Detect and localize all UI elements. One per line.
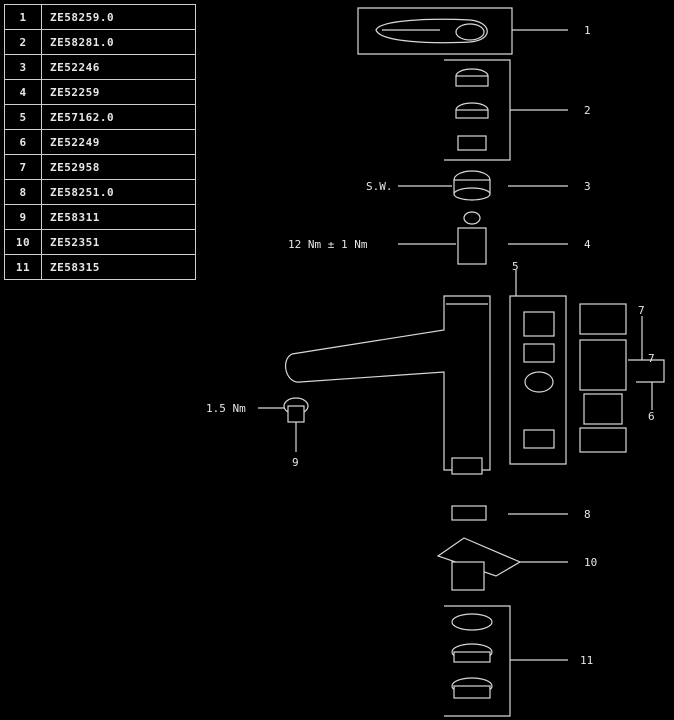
callout-4: 4 <box>584 238 591 251</box>
part-code-cell: ZE52958 <box>41 154 196 180</box>
callout-7b: 7 <box>648 352 655 365</box>
callout-1: 1 <box>584 24 591 37</box>
part-code-cell: ZE58251.0 <box>41 179 196 205</box>
callout-5: 5 <box>512 260 519 273</box>
callout-3: 3 <box>584 180 591 193</box>
part-6-aerator-housing: 7 7 6 <box>579 303 665 453</box>
callout-6: 6 <box>648 410 655 423</box>
part-number-cell: 6 <box>4 129 42 155</box>
part-2-cap-assembly: 2 <box>444 59 591 161</box>
part-number-cell: 11 <box>4 254 42 280</box>
torque-note-cartridge: 12 Nm ± 1 Nm <box>288 238 368 251</box>
callout-11: 11 <box>580 654 593 667</box>
part-number-cell: 3 <box>4 54 42 80</box>
part-number-cell: 4 <box>4 79 42 105</box>
callout-7: 7 <box>638 304 645 317</box>
part-8-connector: 8 <box>451 505 591 521</box>
part-11-fixing-set: 11 <box>444 605 593 717</box>
part-1-lever-handle: 1 <box>357 7 591 55</box>
torque-note-top: S.W. <box>366 180 393 193</box>
callout-2: 2 <box>584 104 591 117</box>
part-3-nut: S.W. 3 <box>366 170 591 201</box>
faucet-body <box>284 295 491 475</box>
part-9-set-screw: 1.5 Nm 9 <box>206 397 309 469</box>
torque-note-screw: 1.5 Nm <box>206 402 246 415</box>
callout-8: 8 <box>584 508 591 521</box>
part-code-cell: ZE52246 <box>41 54 196 80</box>
callout-10: 10 <box>584 556 597 569</box>
part-5-inner-components: 5 <box>509 260 567 465</box>
callout-9: 9 <box>292 456 299 469</box>
part-code-cell: ZE58315 <box>41 254 196 280</box>
part-code-cell: ZE58259.0 <box>41 4 196 30</box>
part-4-cartridge: 12 Nm ± 1 Nm 4 <box>288 211 591 265</box>
part-10-mounting-base: 10 <box>436 537 597 591</box>
